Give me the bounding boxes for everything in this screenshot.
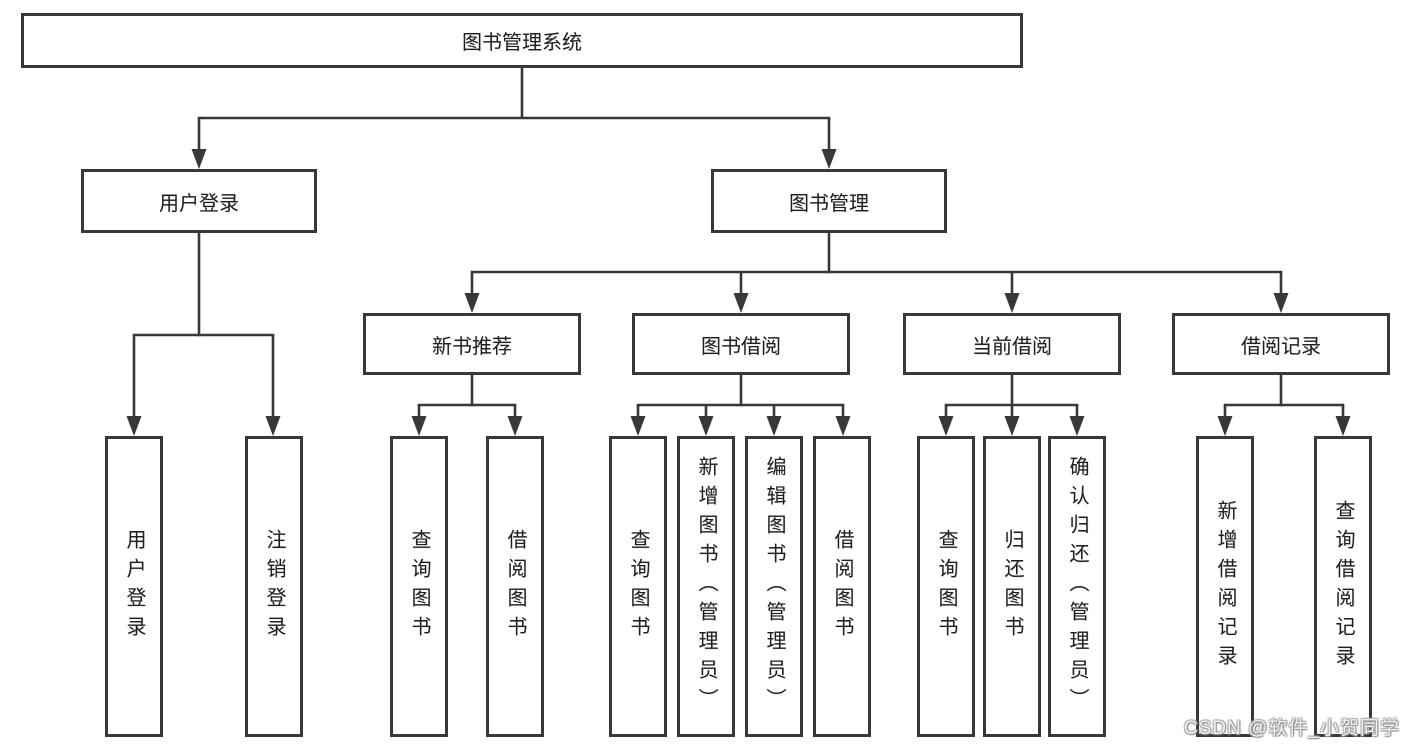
node-book-borrowing: 图书借阅 bbox=[632, 313, 850, 375]
leaf-label: 借阅图书 bbox=[504, 528, 526, 645]
node-library-management-system: 图书管理系统 bbox=[21, 13, 1023, 68]
leaf-label: 注销登录 bbox=[263, 528, 285, 645]
node-label: 图书管理系统 bbox=[462, 32, 582, 54]
leaf-label: 新增图书（管理员） bbox=[695, 456, 717, 717]
leaf-label: 用户登录 bbox=[123, 528, 145, 645]
node-label: 用户登录 bbox=[159, 192, 239, 215]
csdn-watermark: CSDN @软件_小贺同学 bbox=[1184, 718, 1400, 739]
node-new-book-recommendation: 新书推荐 bbox=[363, 313, 581, 375]
leaf-query-books-2: 查询图书 bbox=[609, 436, 667, 737]
leaf-query-books-1: 查询图书 bbox=[390, 436, 448, 737]
leaf-label: 查询图书 bbox=[935, 528, 957, 645]
node-label: 借阅记录 bbox=[1241, 335, 1321, 358]
node-book-management-branch: 图书管理 bbox=[711, 169, 947, 233]
node-user-login-branch: 用户登录 bbox=[81, 169, 317, 233]
leaf-label: 确认归还（管理员） bbox=[1066, 456, 1088, 717]
leaf-label: 查询借阅记录 bbox=[1332, 499, 1354, 674]
leaf-query-borrow-record: 查询借阅记录 bbox=[1314, 436, 1372, 737]
leaf-user-login: 用户登录 bbox=[105, 436, 163, 737]
leaf-add-books-admin: 新增图书（管理员） bbox=[677, 436, 735, 737]
leaf-edit-books-admin: 编辑图书（管理员） bbox=[745, 436, 803, 737]
leaf-logout: 注销登录 bbox=[245, 436, 303, 737]
node-borrowing-records: 借阅记录 bbox=[1172, 313, 1390, 375]
leaf-label: 编辑图书（管理员） bbox=[763, 456, 785, 717]
leaf-borrow-books-1: 借阅图书 bbox=[486, 436, 544, 737]
leaf-label: 归还图书 bbox=[1001, 528, 1023, 645]
leaf-confirm-return-admin: 确认归还（管理员） bbox=[1048, 436, 1106, 737]
leaf-borrow-books-2: 借阅图书 bbox=[813, 436, 871, 737]
node-label: 图书借阅 bbox=[701, 335, 781, 358]
leaf-label: 借阅图书 bbox=[831, 528, 853, 645]
node-label: 新书推荐 bbox=[432, 335, 512, 358]
leaf-add-borrow-record: 新增借阅记录 bbox=[1196, 436, 1254, 737]
node-current-borrowing: 当前借阅 bbox=[903, 313, 1121, 375]
node-label: 当前借阅 bbox=[972, 335, 1052, 358]
leaf-label: 查询图书 bbox=[408, 528, 430, 645]
leaf-return-books: 归还图书 bbox=[983, 436, 1041, 737]
leaf-label: 查询图书 bbox=[627, 528, 649, 645]
leaf-query-books-3: 查询图书 bbox=[917, 436, 975, 737]
leaf-label: 新增借阅记录 bbox=[1214, 499, 1236, 674]
node-label: 图书管理 bbox=[789, 192, 869, 215]
